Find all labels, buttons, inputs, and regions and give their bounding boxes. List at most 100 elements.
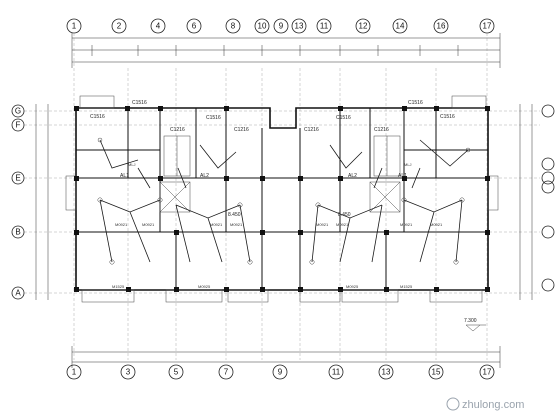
structural-columns (74, 106, 490, 292)
bottom-dimension-lines (71, 346, 501, 368)
svg-text:1: 1 (72, 368, 77, 377)
axis-bubble: 5 (168, 364, 184, 380)
door-label: M0925 (198, 284, 211, 289)
row-bubble (541, 171, 555, 185)
axis-bubble: 4 (150, 18, 166, 34)
svg-text:9: 9 (278, 368, 283, 377)
axis-bubble: 17 (479, 18, 495, 34)
svg-text:8: 8 (231, 22, 236, 31)
level-marker: 7.300 (464, 318, 486, 332)
svg-text:13: 13 (382, 368, 391, 377)
window-label: C1216 (170, 127, 185, 133)
mlj-label: MLJ (128, 162, 136, 167)
svg-text:A: A (15, 289, 21, 298)
door-label: M0925 (346, 284, 359, 289)
axis-bubble: 14 (392, 18, 408, 34)
row-bubble: A (11, 286, 25, 300)
svg-text:1: 1 (72, 22, 77, 31)
axis-bubble: 13 (291, 18, 307, 34)
svg-text:7: 7 (224, 368, 229, 377)
axis-bubble: 16 (433, 18, 449, 34)
axis-bubble: 10 (254, 18, 270, 34)
level-label: 8.450 (338, 212, 351, 218)
svg-text:G: G (15, 107, 21, 116)
axis-bubble: 9 (273, 18, 289, 34)
svg-text:6: 6 (192, 22, 197, 31)
window-label: C1216 (304, 127, 319, 133)
door-label: M1525 (112, 284, 125, 289)
svg-text:2: 2 (117, 22, 122, 31)
row-bubble (541, 278, 555, 292)
row-bubble (541, 225, 555, 239)
right-row-bubbles (541, 104, 555, 292)
door-label: M0921 (430, 222, 443, 227)
axis-bubble: 8 (225, 18, 241, 34)
window-label: C1216 (234, 127, 249, 133)
svg-text:16: 16 (437, 22, 446, 31)
row-bubble (541, 157, 555, 171)
svg-text:9: 9 (279, 22, 284, 31)
interior-walls (76, 108, 488, 290)
svg-text:4: 4 (156, 22, 161, 31)
level-label: 8.450 (228, 212, 241, 218)
axis-bubble: 12 (355, 18, 371, 34)
window-label: C1516 (90, 114, 105, 120)
watermark-text: zhulong.com (462, 399, 524, 411)
axis-bubble: 13 (378, 364, 394, 380)
axis-bubble: 11 (328, 364, 344, 380)
door-label: M0921 (115, 222, 128, 227)
axis-bubble: 2 (111, 18, 127, 34)
electrical-wiring (97, 137, 471, 265)
top-axis-bubbles: 1 2 4 6 8 10 9 13 11 12 14 16 17 (66, 18, 495, 34)
row-bubble: F (11, 118, 25, 132)
door-label: M0921 (142, 222, 155, 227)
row-bubble (541, 104, 555, 118)
row-bubble: G (11, 104, 25, 118)
window-label: C1516 (132, 100, 147, 106)
svg-text:12: 12 (359, 22, 368, 31)
svg-text:5: 5 (174, 368, 179, 377)
panel-label: AL1 (398, 173, 407, 179)
axis-bubble: 7 (218, 364, 234, 380)
window-label: C1516 (408, 100, 423, 106)
window-label: C1516 (336, 115, 351, 121)
axis-bubble: 6 (186, 18, 202, 34)
svg-text:11: 11 (332, 368, 341, 377)
row-bubble: B (11, 225, 25, 239)
door-label: M0921 (336, 222, 349, 227)
svg-text:10: 10 (258, 22, 267, 31)
svg-text:3: 3 (126, 368, 131, 377)
panel-label: AL2 (200, 173, 209, 179)
axis-bubble: 9 (272, 364, 288, 380)
row-bubble: E (11, 171, 25, 185)
svg-text:11: 11 (320, 22, 329, 31)
svg-text:17: 17 (483, 22, 492, 31)
mlj-label: MLJ (404, 162, 412, 167)
axis-bubble: 17 (479, 364, 495, 380)
annotation-labels: C1516 C1516 C1516 C1516 C1516 C1516 C121… (90, 100, 455, 289)
left-row-bubbles: G F E B A (11, 104, 25, 300)
door-label: M0921 (210, 222, 223, 227)
svg-text:7.300: 7.300 (464, 318, 477, 324)
side-dimension-lines (35, 104, 533, 300)
watermark: zhulong.com (446, 397, 524, 411)
svg-text:B: B (15, 228, 20, 237)
panel-label: AL2 (348, 173, 357, 179)
door-label: M0921 (316, 222, 329, 227)
svg-text:E: E (15, 174, 20, 183)
top-dimension-lines (71, 33, 501, 68)
svg-text:14: 14 (396, 22, 405, 31)
door-label: M0921 (400, 222, 413, 227)
svg-text:17: 17 (483, 368, 492, 377)
bottom-axis-bubbles: 1 3 5 7 9 11 13 15 17 (66, 364, 495, 380)
window-label: C1516 (206, 115, 221, 121)
window-label: C1516 (440, 114, 455, 120)
svg-text:F: F (16, 121, 21, 130)
door-label: M1525 (400, 284, 413, 289)
axis-bubble: 1 (66, 18, 82, 34)
window-label: C1216 (374, 127, 389, 133)
building-outline (65, 95, 499, 303)
svg-text:13: 13 (295, 22, 304, 31)
